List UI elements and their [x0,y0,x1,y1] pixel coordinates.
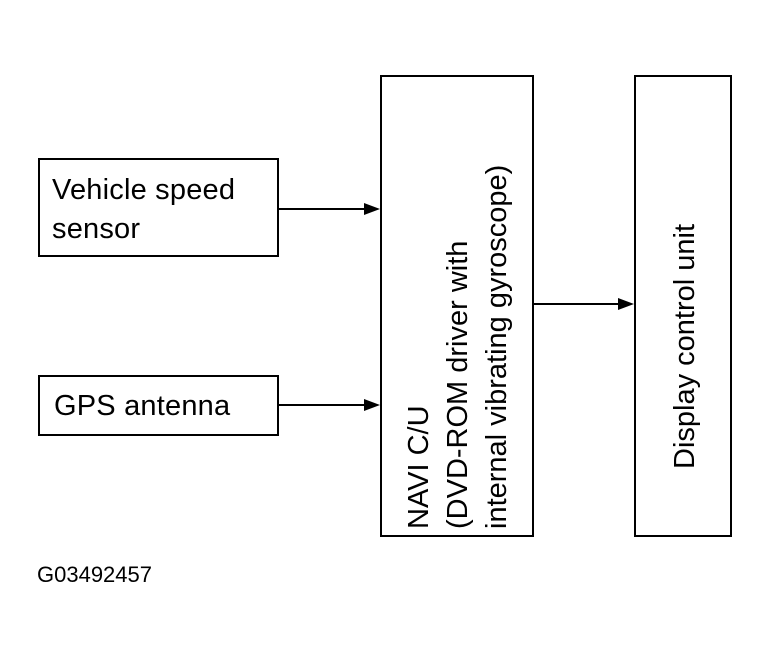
arrow-navi-to-display [534,298,634,310]
navi-line-1: NAVI C/U [403,405,435,529]
display-control-unit-block: Display control unit [634,75,732,537]
arrow-gps-to-navi [279,399,380,411]
navi-line-2: (DVD-ROM driver with [442,240,474,529]
navi-line-3: internal vibrating gyroscope) [481,164,513,529]
display-control-unit-label: Display control unit [669,224,701,469]
figure-id: G03492457 [37,562,152,587]
vehicle-speed-sensor-line-1: Vehicle speed [52,174,236,206]
gps-antenna-block: GPS antenna [38,375,279,436]
vehicle-speed-sensor-label: Vehicle speed sensor [52,171,235,249]
vehicle-speed-sensor-block: Vehicle speed sensor [38,158,279,257]
navi-control-unit-label: NAVI C/U (DVD-ROM driver with internal v… [400,165,517,529]
vehicle-speed-sensor-line-2: sensor [52,213,141,245]
arrow-speed-to-navi [279,203,380,215]
navi-control-unit-block: NAVI C/U (DVD-ROM driver with internal v… [380,75,534,537]
gps-antenna-label: GPS antenna [54,390,231,422]
